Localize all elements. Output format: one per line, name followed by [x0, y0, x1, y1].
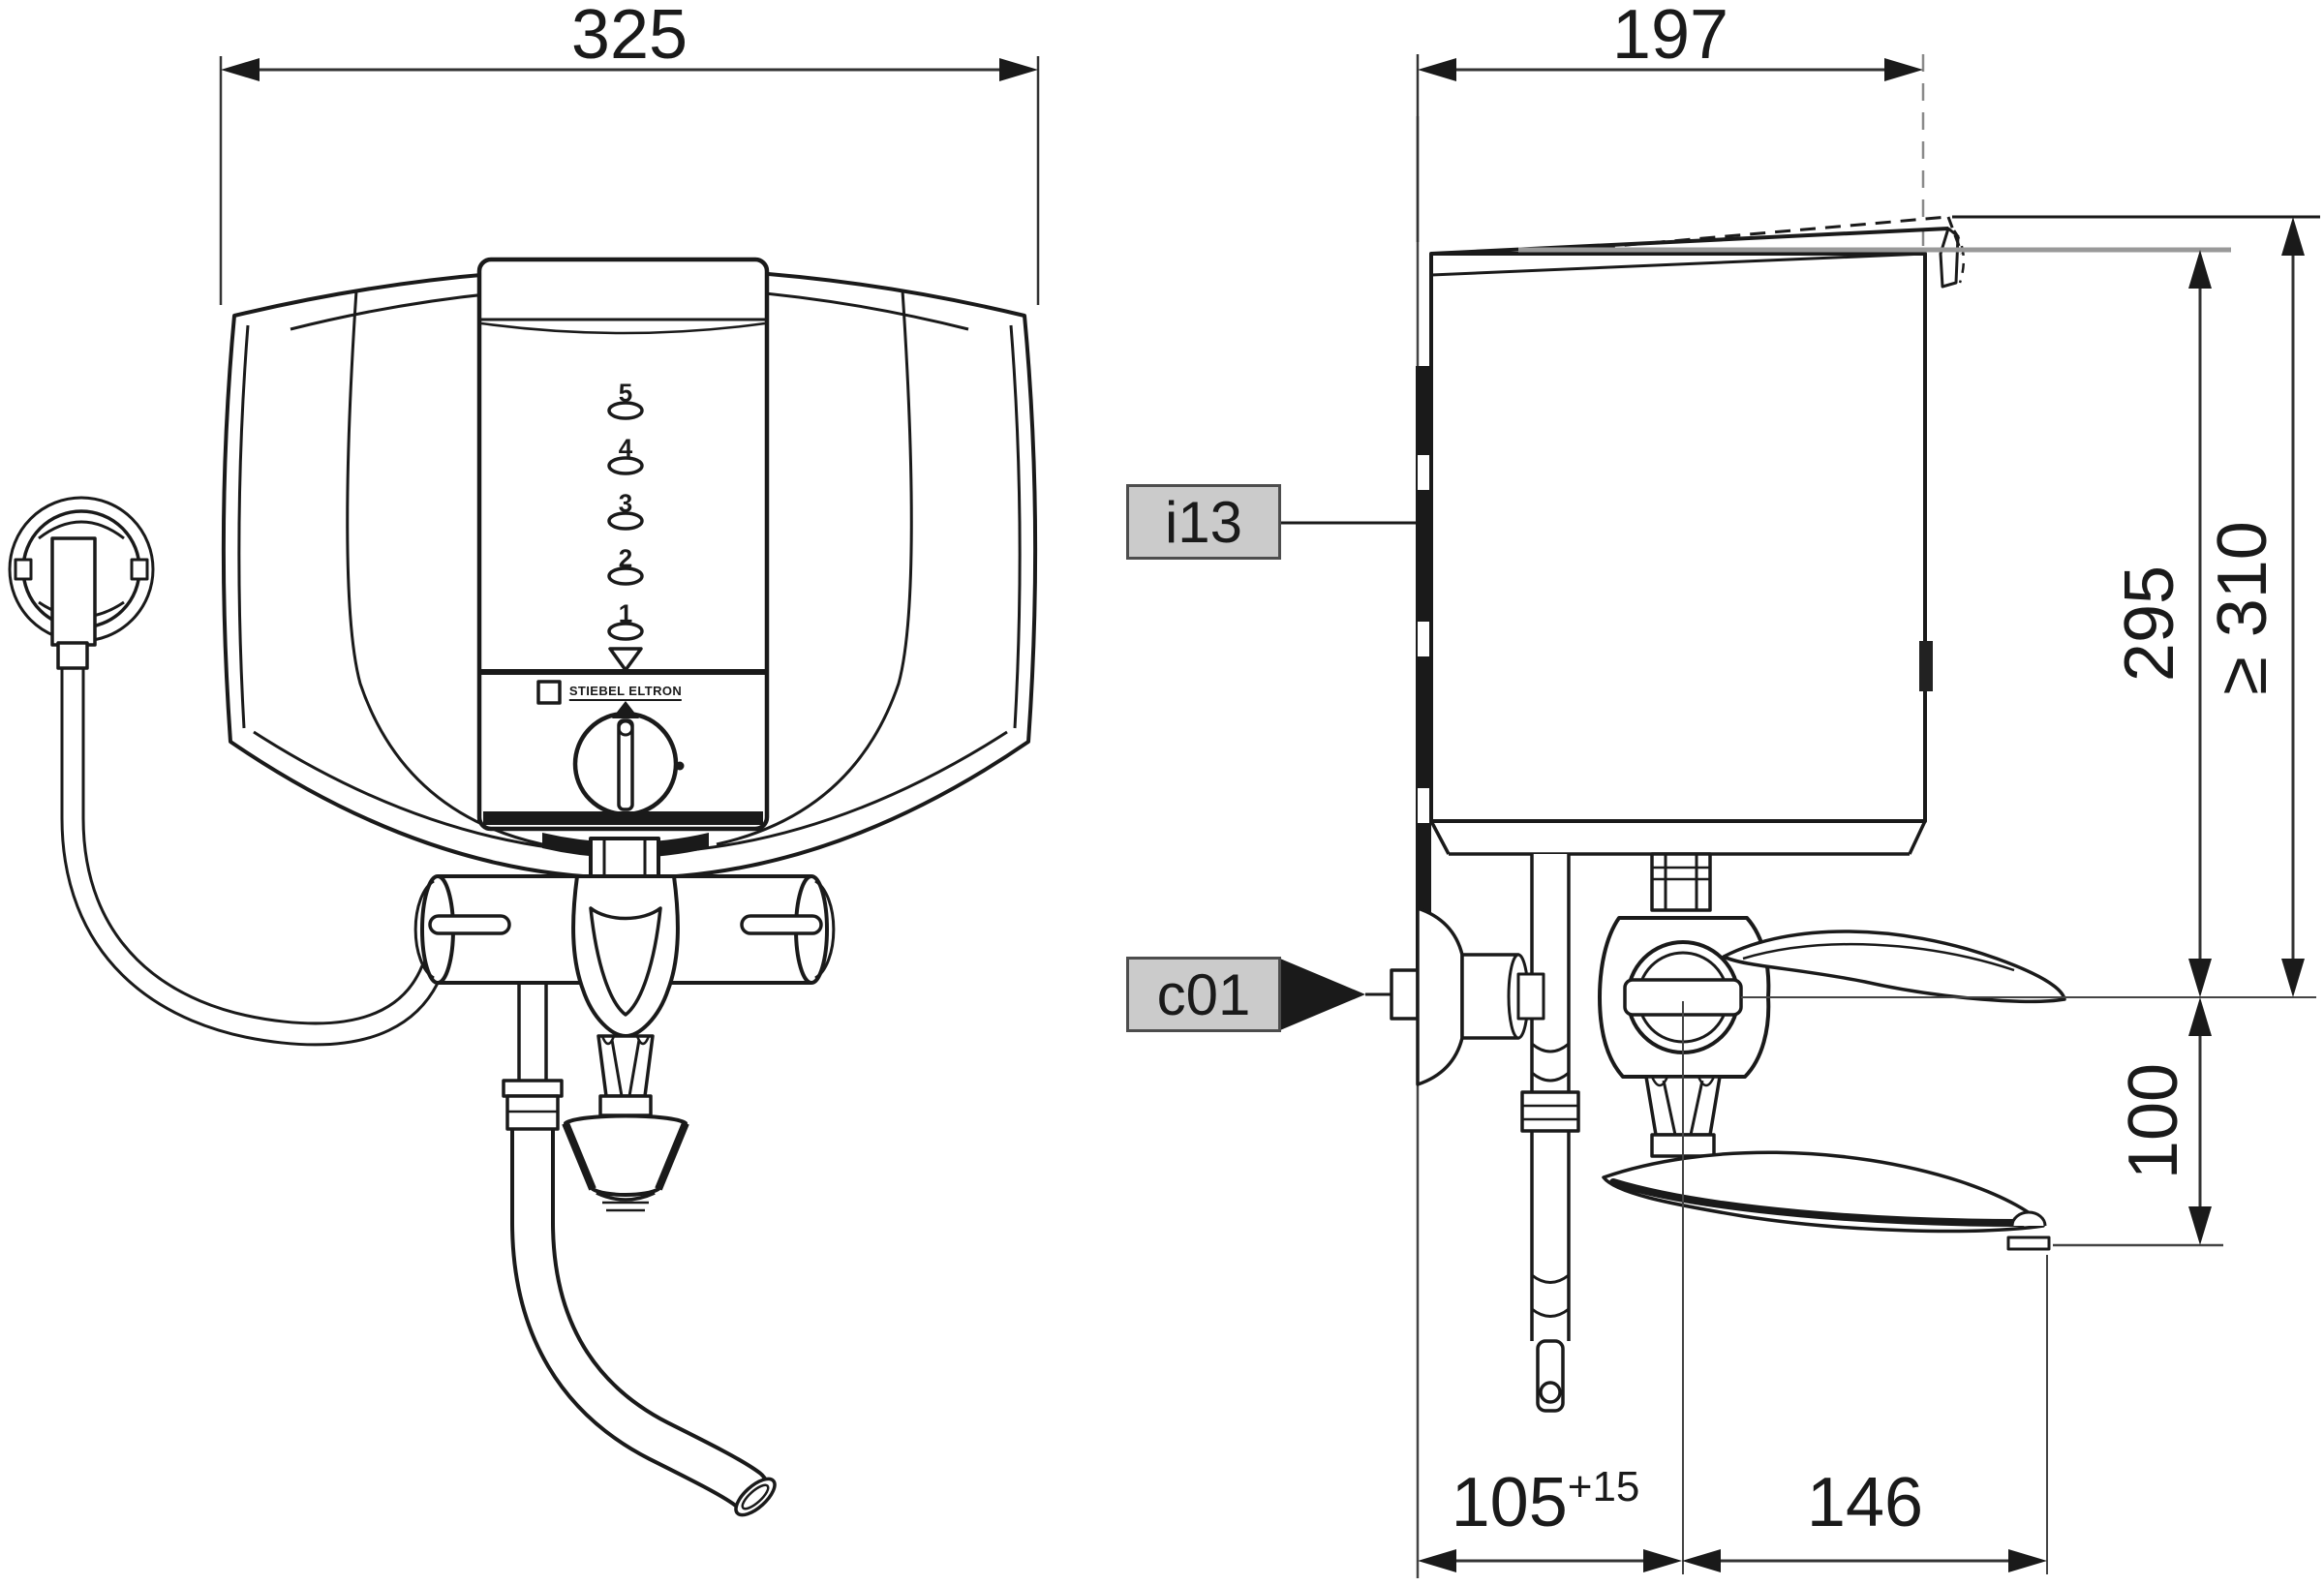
dim-295-lines [2188, 250, 2212, 997]
callout-water-connection: c01 [1126, 957, 1281, 1032]
mains-plug [8, 496, 155, 670]
side-riser-pipe [1520, 854, 1580, 1413]
control-panel [476, 257, 770, 832]
scale-mark-5: 5 [618, 378, 633, 408]
spout-outlet [2010, 1210, 2047, 1227]
heater-bottom-mount [542, 833, 709, 881]
power-cable [60, 656, 444, 1047]
dim-wall-distance-tolerance: +15 [1567, 1463, 1640, 1510]
heater-side-body [1429, 215, 1966, 856]
scale-mark-3: 3 [618, 488, 633, 518]
right-lever-slot [740, 914, 823, 935]
dim-width-front: 325 [570, 0, 688, 74]
valve-connection-nut [1650, 852, 1712, 912]
dim-wall-distance-105: 105+15 [1451, 1463, 1640, 1541]
dim-bottom-lines [1418, 1549, 2047, 1572]
wall-water-connection [1390, 906, 1545, 1086]
pipe-tab-hole [1539, 1381, 1562, 1404]
c01-arrow [1280, 959, 1365, 1030]
wall-mounting-bracket [1416, 366, 1431, 986]
scale-mark-1: 1 [618, 598, 633, 628]
dim-depth-side: 197 [1611, 0, 1729, 74]
left-lever-slot [428, 914, 511, 935]
dim-310-lines [2281, 217, 2305, 997]
dim-width-front-lines [219, 56, 1040, 305]
brand-label: STIEBEL ELTRON [568, 684, 683, 701]
side-spout [1602, 1150, 2051, 1251]
front-inlet-pipe [502, 985, 564, 1131]
side-outlet-cover [1919, 641, 1933, 691]
callout-leaders [1280, 521, 1416, 1030]
lid-open-dashed [1548, 215, 1949, 254]
front-valve-body [413, 874, 836, 1038]
dim-100-lines [2188, 997, 2212, 1245]
indicator-lamp [536, 680, 562, 705]
dim-outlet-drop-100: 100 [2115, 1062, 2192, 1180]
front-outlet-fitting [562, 1034, 689, 1212]
callout-water-connection-label: c01 [1156, 961, 1251, 1027]
reference-lines [1682, 996, 2316, 1574]
front-spout [510, 1101, 777, 1517]
upper-lever-handle [1722, 930, 2066, 1003]
cold-setting-icon [608, 647, 643, 672]
callout-wall-bracket: i13 [1126, 484, 1281, 560]
scale-mark-2: 2 [618, 543, 633, 573]
scale-mark-4: 4 [618, 433, 633, 463]
dim-height-295: 295 [2111, 564, 2188, 683]
callout-wall-bracket-label: i13 [1164, 489, 1243, 555]
dim-spout-reach-146: 146 [1806, 1464, 1924, 1541]
side-valve [1598, 916, 2066, 1079]
dim-clearance-310: ≥ 310 [2204, 521, 2281, 695]
dim-wall-distance-value: 105 [1451, 1464, 1568, 1541]
